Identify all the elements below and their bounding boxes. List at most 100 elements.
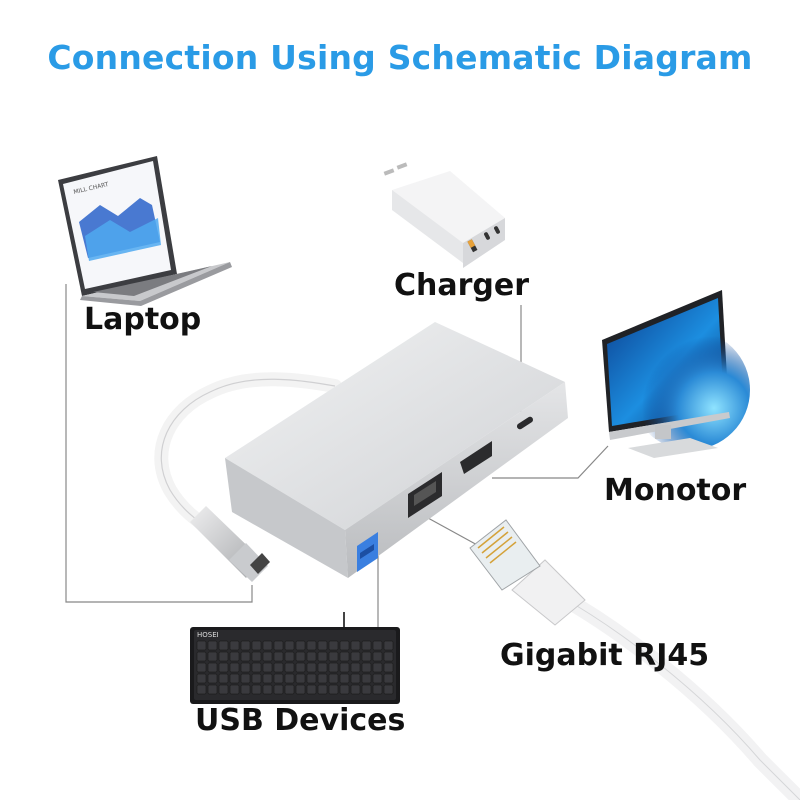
- keyboard-key: [207, 640, 218, 651]
- keyboard-key: [295, 640, 306, 651]
- keyboard-key: [328, 651, 339, 662]
- label-laptop: Laptop: [84, 302, 202, 337]
- keyboard-key: [196, 640, 207, 651]
- keyboard-key: [262, 684, 273, 695]
- usb-c-port: [516, 416, 534, 430]
- keyboard-key: [273, 673, 284, 684]
- keyboard-key: [229, 662, 240, 673]
- keyboard-key: [306, 640, 317, 651]
- keyboard-key: [383, 662, 394, 673]
- keyboard-key: [339, 684, 350, 695]
- keyboard-key: [273, 640, 284, 651]
- monitor-line: [492, 445, 609, 479]
- keyboard-key: [317, 684, 328, 695]
- keyboard-key: [306, 651, 317, 662]
- keyboard-key: [218, 673, 229, 684]
- keyboard-key: [207, 662, 218, 673]
- keyboard-key: [273, 684, 284, 695]
- keyboard-key: [328, 640, 339, 651]
- keyboard-key: [383, 640, 394, 651]
- keyboard-key: [350, 640, 361, 651]
- keyboard-key: [361, 640, 372, 651]
- keyboard-key: [284, 673, 295, 684]
- keyboard-key: [262, 651, 273, 662]
- label-monitor: Monotor: [604, 473, 747, 508]
- keyboard-key: [372, 684, 383, 695]
- keyboard-key: [262, 662, 273, 673]
- keyboard-key: [207, 651, 218, 662]
- keyboard-key: [372, 651, 383, 662]
- keyboard-key: [218, 640, 229, 651]
- keyboard-key: [306, 684, 317, 695]
- keyboard-key: [240, 684, 251, 695]
- keyboard-key: [284, 640, 295, 651]
- keyboard-key: [306, 662, 317, 673]
- keyboard-key: [284, 662, 295, 673]
- keyboard-key: [284, 684, 295, 695]
- keyboard-key: [339, 651, 350, 662]
- keyboard-key: [240, 662, 251, 673]
- keyboard-key: [350, 662, 361, 673]
- keyboard-key: [196, 662, 207, 673]
- keyboard-brand: HOSEI: [197, 631, 219, 639]
- keyboard-key: [196, 684, 207, 695]
- keyboard-key: [229, 684, 240, 695]
- keyboard-key: [218, 684, 229, 695]
- keyboard-key: [295, 662, 306, 673]
- keyboard-key: [361, 662, 372, 673]
- keyboard-key: [339, 673, 350, 684]
- keyboard-key: [240, 640, 251, 651]
- keyboard-key: [317, 651, 328, 662]
- keyboard-key: [262, 640, 273, 651]
- keyboard-key: [339, 662, 350, 673]
- keyboard-key: [196, 651, 207, 662]
- usb-c-hub: [225, 322, 568, 578]
- keyboard-key: [361, 651, 372, 662]
- charger-icon: [383, 162, 505, 268]
- keyboard-key: [251, 640, 262, 651]
- keyboard-key: [372, 673, 383, 684]
- keyboard-key: [383, 684, 394, 695]
- keyboard-key: [273, 662, 284, 673]
- keyboard-key: [229, 640, 240, 651]
- keyboard-key: [372, 662, 383, 673]
- keyboard-key: [328, 662, 339, 673]
- keyboard-key: [284, 651, 295, 662]
- keyboard-key: [306, 673, 317, 684]
- label-usb-devices: USB Devices: [195, 703, 406, 738]
- usb-c-cable: [154, 372, 342, 582]
- keyboard-icon: HOSEI: [190, 612, 400, 704]
- keyboard-key: [240, 651, 251, 662]
- keyboard-key: [251, 651, 262, 662]
- laptop-line: [65, 284, 253, 603]
- keyboard-key: [350, 684, 361, 695]
- keyboard-key: [339, 640, 350, 651]
- keyboard-key: [207, 684, 218, 695]
- keyboard-key: [251, 673, 262, 684]
- keyboard-key: [372, 640, 383, 651]
- keyboard-key: [240, 673, 251, 684]
- keyboard-key: [262, 673, 273, 684]
- keyboard-key: [229, 673, 240, 684]
- keyboard-key: [350, 651, 361, 662]
- keyboard-key: [328, 673, 339, 684]
- keyboard-key: [196, 673, 207, 684]
- keyboard-key: [317, 662, 328, 673]
- hdmi-port: [460, 441, 492, 474]
- keyboard-key: [273, 651, 284, 662]
- keyboard-key: [218, 662, 229, 673]
- laptop-icon: MILL CHART: [58, 156, 232, 306]
- ethernet-cable: [469, 519, 800, 800]
- keyboard-key: [229, 651, 240, 662]
- keyboard-key: [350, 673, 361, 684]
- keyboard-key: [361, 684, 372, 695]
- keyboard-key: [295, 673, 306, 684]
- keyboard-key: [251, 662, 262, 673]
- keyboard-key: [207, 673, 218, 684]
- keyboard-key: [328, 684, 339, 695]
- keyboard-key: [295, 684, 306, 695]
- keyboard-key: [218, 651, 229, 662]
- keyboard-key: [251, 684, 262, 695]
